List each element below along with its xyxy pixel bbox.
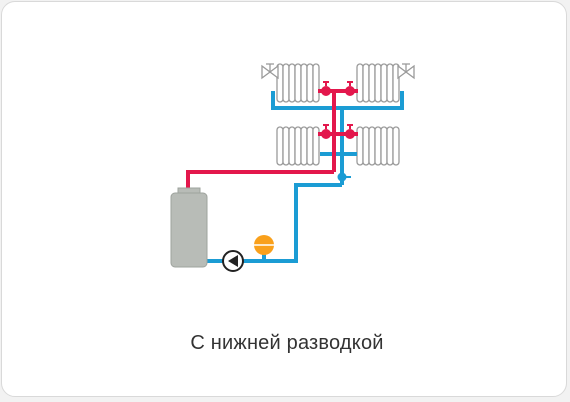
radiator-icon: [356, 63, 400, 103]
expansion-tank-icon: [253, 235, 275, 255]
boiler-icon: [170, 187, 208, 268]
circulation-pump-icon: [222, 250, 244, 272]
return-pipe: [202, 91, 404, 263]
valve-icon: [344, 124, 356, 140]
scheme-caption: С нижней разводкой: [190, 332, 384, 354]
scheme-card: С нижней разводкой: [1, 1, 567, 397]
valve-icon: [320, 124, 332, 140]
valve-icon: [337, 172, 351, 182]
radiator-icon: [276, 63, 320, 103]
air-vent-icon: [261, 63, 279, 80]
air-vent-icon: [397, 63, 415, 80]
valve-icon: [320, 81, 332, 97]
valve-icon: [344, 81, 356, 97]
radiator-icon: [276, 126, 320, 166]
radiator-icon: [356, 126, 400, 166]
